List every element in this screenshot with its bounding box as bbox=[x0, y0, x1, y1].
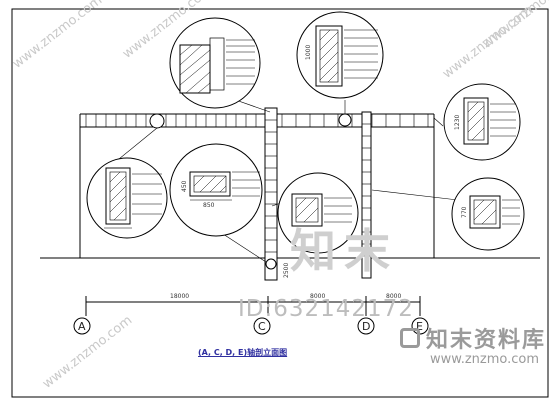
dim-850: 850 bbox=[203, 202, 215, 209]
axis-label-e: E bbox=[416, 320, 423, 333]
callout-detail-7: 770 bbox=[451, 177, 525, 251]
drawing-caption: (A, C, D, E)轴剖立面图 bbox=[198, 348, 288, 357]
dim-1000: 1000 bbox=[305, 45, 312, 60]
column-c bbox=[264, 107, 278, 281]
dim-450: 450 bbox=[181, 180, 188, 192]
callout-detail-1 bbox=[169, 17, 261, 109]
axis-bubble-d: D bbox=[357, 317, 375, 335]
dim-770: 770 bbox=[461, 206, 468, 218]
axis-label-d: D bbox=[362, 320, 370, 333]
logo-icon bbox=[400, 328, 420, 348]
axis-label-a: A bbox=[78, 320, 86, 333]
dim-span-ac: 18000 bbox=[170, 293, 189, 300]
callout-detail-5: 450 850 bbox=[169, 143, 263, 237]
logo-url: www.znzmo.com bbox=[430, 352, 540, 367]
dim-2500: 2500 bbox=[283, 263, 290, 278]
callout-detail-6 bbox=[277, 172, 359, 254]
dim-span-de: 8000 bbox=[386, 293, 401, 300]
column-d bbox=[361, 111, 372, 279]
callout-detail-4 bbox=[86, 157, 168, 239]
brand-logo: 知末资料库 bbox=[400, 322, 546, 354]
callout-detail-2: 1000 bbox=[296, 11, 384, 99]
axis-bubble-a: A bbox=[73, 317, 91, 335]
dimension-line: 18000 8000 8000 bbox=[85, 293, 421, 316]
sheet-frame bbox=[11, 8, 549, 398]
dim-1230: 1230 bbox=[454, 115, 461, 130]
section-marker-2 bbox=[338, 113, 352, 127]
axis-bubble-c: C bbox=[253, 317, 271, 335]
logo-text: 知末资料库 bbox=[426, 328, 547, 353]
section-marker-1 bbox=[149, 113, 165, 129]
dim-span-cd: 8000 bbox=[310, 293, 325, 300]
beam-hatch bbox=[85, 114, 429, 127]
callout-detail-3: 1230 bbox=[443, 83, 521, 161]
axis-label-c: C bbox=[258, 320, 266, 333]
